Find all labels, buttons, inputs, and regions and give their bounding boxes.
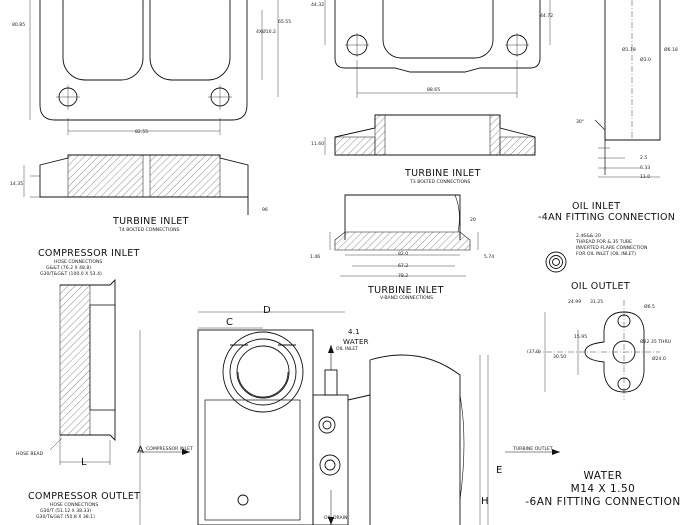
t4-flange-section-view (23, 154, 249, 215)
oil-outlet-g-dim: Ø22.35 THRU (640, 340, 672, 345)
oil-inlet-subtitle: -4AN FITTING CONNECTION (538, 212, 676, 223)
t4-dimension-lines (29, 0, 279, 135)
turbine-inlet-t3-title: TURBINE INLET (405, 168, 481, 179)
t3-flange-section-view (324, 114, 536, 156)
t4-thickness-dim: 14.35 (10, 182, 24, 187)
main-water-dim: 4.1 (348, 328, 361, 336)
oil-outlet-title: OIL OUTLET (571, 281, 630, 292)
oil-outlet-b-dim: 31.25 (590, 300, 604, 305)
dimension-letter-d: D (263, 305, 271, 316)
dimension-letter-e: E (496, 465, 503, 476)
t3-thickness-dim: 11.60 (311, 142, 325, 147)
vband-top-dim: 20 (470, 218, 476, 223)
compressor-inlet-note-1: HOSE CONNECTIONS (54, 260, 103, 265)
turbine-inlet-t4-title: TURBINE INLET (113, 216, 189, 227)
oil-outlet-flange (535, 300, 660, 400)
t4-flange-front-view (39, 0, 248, 121)
oil-port-c-dim: 11.0 (640, 175, 651, 180)
water-line-3: -6AN FITTING CONNECTION (525, 496, 681, 508)
oil-outlet-f-dim: 30.50 (553, 355, 567, 360)
main-oil-drain-note: OIL DRAIN (324, 516, 348, 521)
oil-outlet-a-dim: 24.99 (568, 300, 582, 305)
vband-d3-dim: 78.2 (398, 274, 409, 279)
hose-bead-callout: HOSE BEAD (16, 452, 44, 457)
t3-right-dim: 44.72 (540, 14, 554, 19)
compressor-inlet-length-label: L (81, 457, 87, 468)
oil-port-detail (594, 0, 661, 178)
oil-outlet-d-dim: 15.95 (574, 335, 588, 340)
compressor-outlet-title: COMPRESSOR OUTLET (28, 491, 141, 502)
oil-port-d3-dim: Ø3.0 (640, 58, 651, 63)
compressor-inlet-title: COMPRESSOR INLET (38, 248, 140, 259)
compressor-outlet-note-2: G30/T (51.12 X 38.33) (40, 509, 92, 514)
vband-right-dim: 5.74 (484, 255, 495, 260)
dimension-letter-h: H (481, 496, 489, 507)
main-turbo-assembly (139, 311, 560, 525)
oil-port-angle-dim: 30° (576, 120, 585, 125)
vband-section-view (329, 194, 479, 277)
compressor-outlet-note-1: HOSE CONNECTIONS (50, 503, 99, 508)
oil-inlet-note-2: THREAD FOR &.35 TUBE (576, 240, 632, 245)
oil-port-b-dim: 6.33 (640, 166, 651, 171)
oil-port-d1-dim: Ø1.18 (622, 48, 636, 53)
turbine-inlet-vband-subtitle: V-BAND CONNECTIONS (380, 296, 434, 301)
side-angle-dim: 96 (262, 208, 268, 213)
t4-hole-dim: 4XØ10.2 (256, 30, 276, 35)
oil-inlet-note-1: 2.46&&-20 (576, 234, 601, 239)
oil-inlet-title: OIL INLET (572, 201, 621, 212)
main-oil-inlet-note: OIL INLET (336, 347, 359, 352)
t3-flange-top-view (324, 0, 551, 98)
oil-outlet-e-dim: (37.0) (527, 350, 541, 355)
oil-outlet-h-dim: Ø24.0 (652, 357, 666, 362)
turbine-inlet-t4-subtitle: T4 BOLTED CONNECTIONS (119, 228, 180, 233)
vband-d1-dim: 82.0 (398, 252, 409, 257)
vband-d2-dim: 67.2 (398, 264, 409, 269)
oil-port-d2-dim: Ø6.18 (664, 48, 678, 53)
water-line-1: WATER (583, 470, 623, 482)
vband-left-dim: 1.46 (310, 255, 321, 260)
t3-top-dim: 44.32 (311, 3, 325, 8)
turbine-inlet-vband-title: TURBINE INLET (368, 285, 444, 296)
main-turbine-outlet-note: TURBINE OUTLET (513, 447, 553, 452)
oil-inlet-note-3: INVERTED FLARE CONNECTION (576, 246, 648, 251)
t4-inner-height-dim: 65.55 (278, 20, 292, 25)
t3-width-dim: 88.65 (427, 88, 441, 93)
compressor-inlet-note-2: G&&T (76.2 X 48.8) (46, 266, 92, 271)
turbine-inlet-t3-subtitle: T3 BOLTED CONNECTIONS (410, 180, 471, 185)
main-water-label: WATER (343, 338, 369, 346)
compressor-inlet-flange-section (49, 278, 116, 465)
t4-width-dim: 82.55 (135, 130, 149, 135)
oil-inlet-port-icon (545, 251, 567, 273)
dimension-letter-a: A (137, 445, 144, 456)
t4-height-dim: 80.85 (12, 23, 26, 28)
water-line-2: M14 X 1.50 (570, 483, 636, 495)
water-fitting-label: WATER M14 X 1.50 -6AN FITTING CONNECTION (518, 470, 688, 509)
arrow-heads (182, 345, 560, 525)
main-compressor-inlet-note: COMPRESSOR INLET (146, 447, 193, 452)
compressor-inlet-note-3: G30/T&G&T (100.0 X 53.4) (40, 272, 102, 277)
oil-inlet-note-4: FOR OIL INLET (OIL INLET) (576, 252, 637, 257)
oil-outlet-c-dim: Ø6.5 (644, 305, 655, 310)
dimension-letter-c: C (226, 317, 233, 328)
compressor-outlet-note-3: G30/T&G&T (50.8 X 38.1) (36, 515, 95, 520)
oil-port-a-dim: 2.5 (640, 156, 648, 161)
